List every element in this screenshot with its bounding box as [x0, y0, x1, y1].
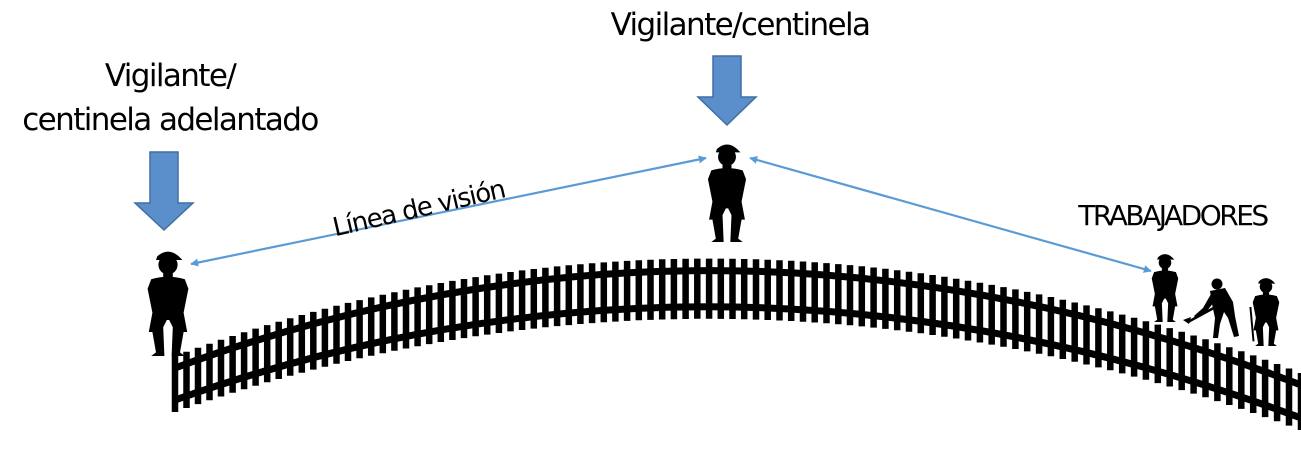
track-rail-outer	[173, 267, 1301, 389]
worker-with-tool-icon	[1249, 278, 1280, 346]
advanced-lookout-label-line-1: Vigilante/	[104, 58, 237, 94]
down-arrow-lookout-icon	[696, 55, 758, 127]
advanced-lookout-label-line-2: centinela adelantado	[22, 102, 319, 138]
down-arrow-advanced-lookout-icon	[133, 151, 195, 232]
track-rail-inner	[173, 303, 1301, 422]
railway-track	[171, 258, 1301, 430]
track-sleepers	[171, 258, 1301, 430]
worker-shoveling-icon	[1183, 278, 1239, 338]
lookout-figure-icon	[707, 144, 747, 242]
sight-line-left	[190, 155, 707, 267]
workers-group	[1151, 254, 1280, 346]
advanced-lookout-figure-icon	[147, 251, 189, 356]
worker-standing-icon	[1151, 254, 1179, 322]
workers-label: TRABAJADORES	[1078, 199, 1269, 232]
advanced-lookout-label: Vigilante/ centinela adelantado	[0, 54, 340, 142]
sight-line-right	[749, 156, 1152, 273]
lookout-label: Vigilante/centinela	[610, 7, 871, 43]
